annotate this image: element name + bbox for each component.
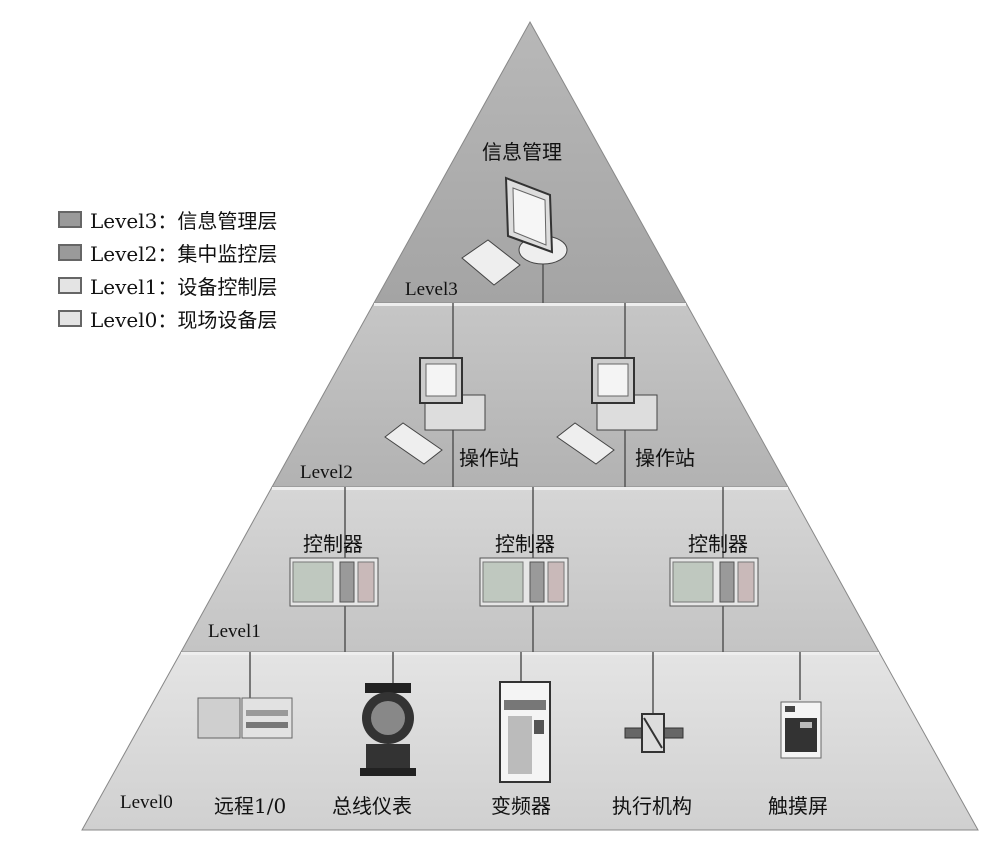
controller-label: 控制器 xyxy=(688,532,748,556)
touch-screen-icon xyxy=(780,701,822,759)
monitor-icon xyxy=(461,176,568,286)
level3-label: Level3 xyxy=(405,279,458,300)
level2-band xyxy=(271,302,789,488)
actuator-icon xyxy=(624,713,684,753)
legend-item-level2: Level2：集中监控层 xyxy=(58,236,277,269)
field-instrument-icon xyxy=(360,683,416,776)
device-label: 总线仪表 xyxy=(332,794,412,818)
level3-bus xyxy=(374,303,686,306)
level2-bus xyxy=(272,487,788,490)
legend-item-level0: Level0：现场设备层 xyxy=(58,302,277,335)
info-management-label: 信息管理 xyxy=(482,140,562,164)
controller-label: 控制器 xyxy=(495,532,555,556)
controller-icon xyxy=(669,557,759,607)
legend-swatch xyxy=(58,211,82,228)
legend-item-level3: Level3：信息管理层 xyxy=(58,203,277,236)
controller-label: 控制器 xyxy=(303,532,363,556)
legend-swatch xyxy=(58,310,82,327)
controller-icon xyxy=(479,557,569,607)
device-label: 远程1/0 xyxy=(214,794,287,818)
station-label: 操作站 xyxy=(459,446,519,470)
legend-item-level1: Level1：设备控制层 xyxy=(58,269,277,302)
level0-label: Level0 xyxy=(120,792,173,813)
computer-icon xyxy=(384,357,486,465)
device-label: 变频器 xyxy=(491,794,551,818)
legend-swatch xyxy=(58,277,82,294)
level2-label: Level2 xyxy=(300,462,353,483)
frequency-converter-icon xyxy=(499,681,551,783)
device-label: 执行机构 xyxy=(612,794,692,818)
station-label: 操作站 xyxy=(635,446,695,470)
computer-icon xyxy=(556,357,658,465)
level1-bus xyxy=(181,652,879,655)
legend-swatch xyxy=(58,244,82,261)
remote-io-icon xyxy=(197,697,293,739)
controller-icon xyxy=(289,557,379,607)
legend: Level3：信息管理层 Level2：集中监控层 Level1：设备控制层 L… xyxy=(58,203,277,335)
level1-label: Level1 xyxy=(208,621,261,642)
device-label: 触摸屏 xyxy=(768,794,828,818)
